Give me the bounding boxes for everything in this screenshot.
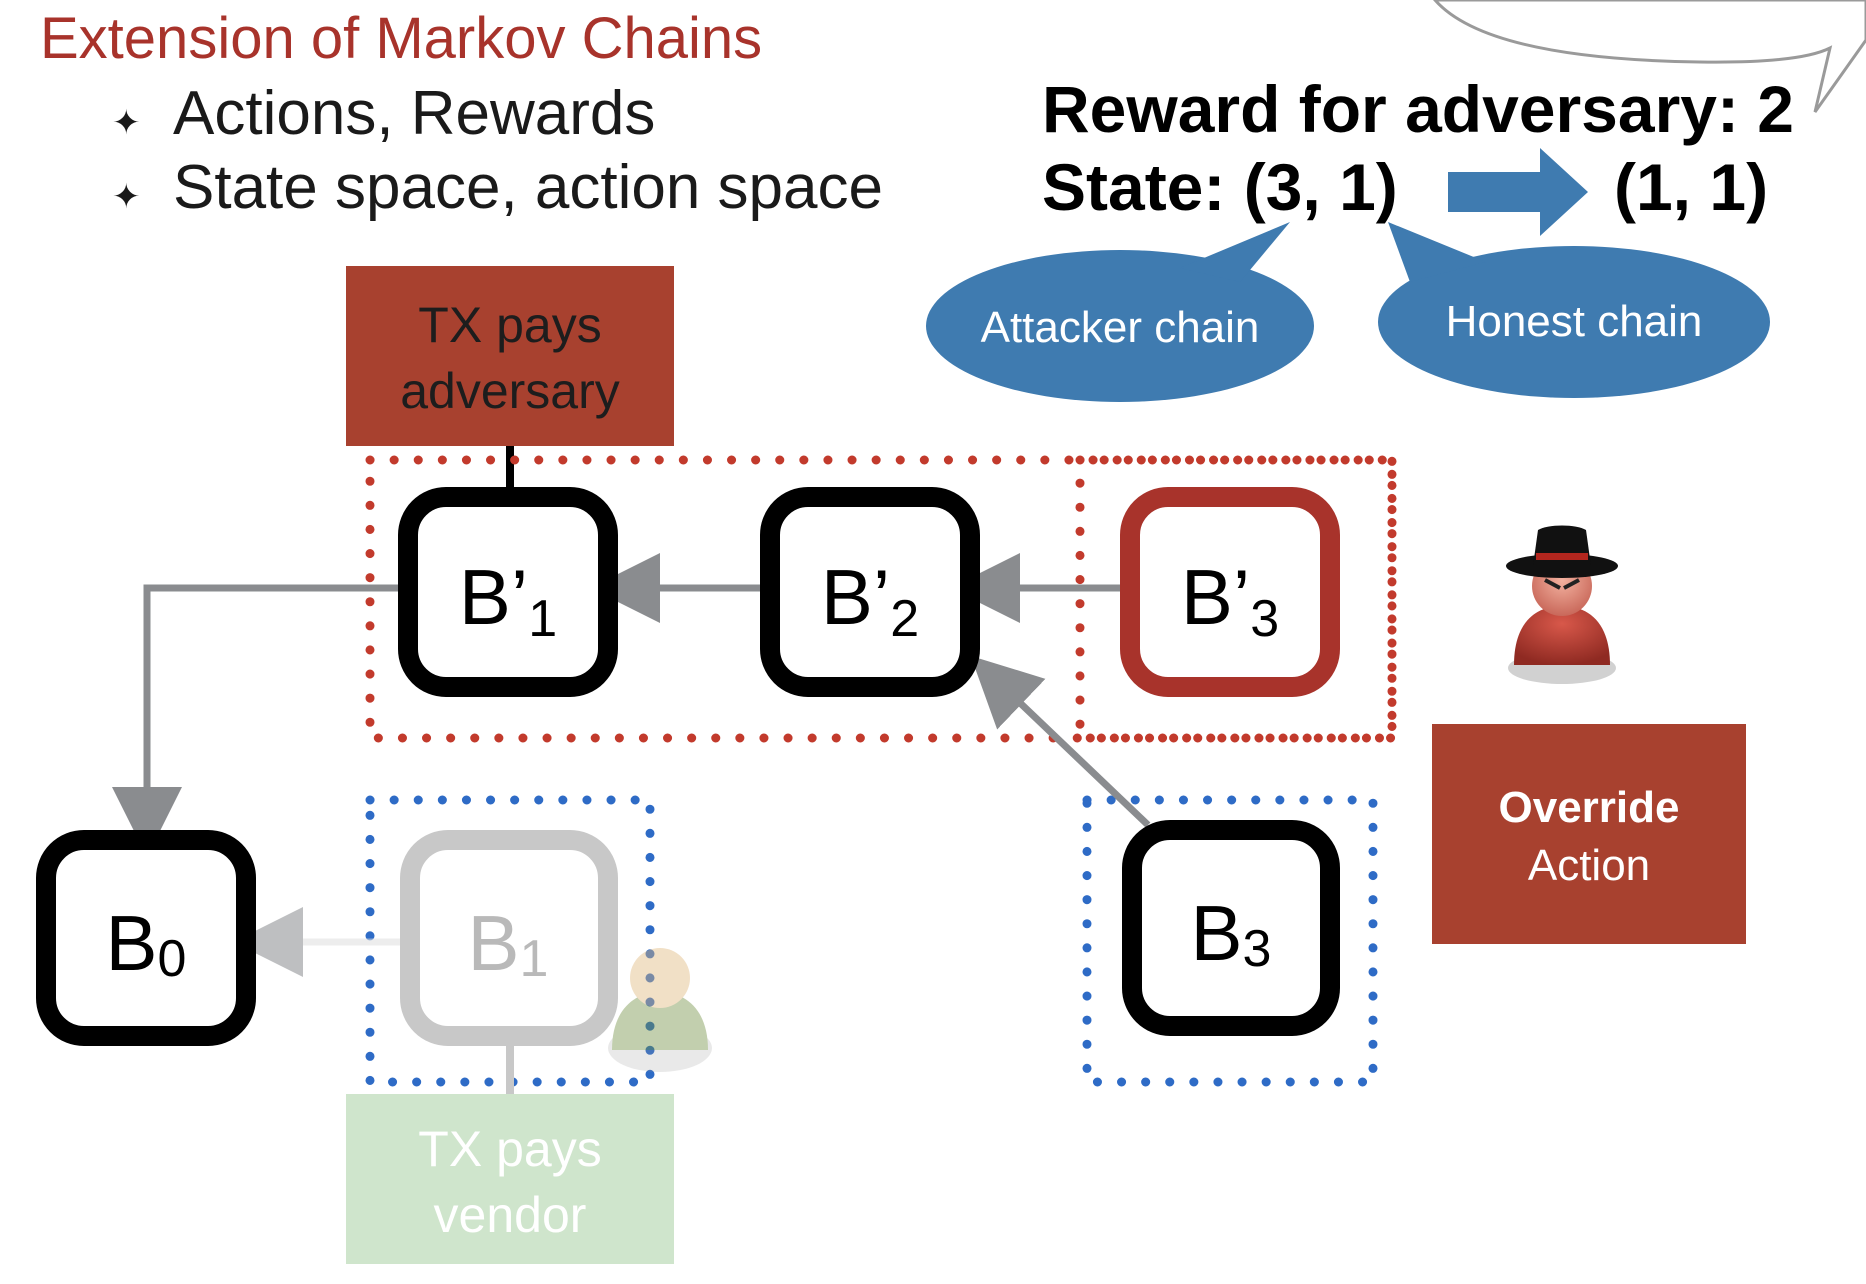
honest-b3-group xyxy=(1082,795,1378,1087)
four-point-star-bullet-icon: ✦ xyxy=(112,178,141,216)
svg-text:B1: B1 xyxy=(468,899,549,988)
arrow-bp1-to-b0 xyxy=(112,584,408,857)
block-b1: B1 xyxy=(400,830,618,1046)
tx-adversary-line1: TX pays xyxy=(418,297,601,353)
block-b3: B3 xyxy=(1122,820,1340,1036)
override-action-note: Override Action xyxy=(1432,724,1746,944)
state-line: State: (3, 1) xyxy=(1042,150,1398,224)
attacker-chain-label: Attacker chain xyxy=(981,303,1260,352)
svg-text:B3: B3 xyxy=(1191,889,1272,978)
svg-text:B’3: B’3 xyxy=(1181,553,1279,648)
block-b0-label: B xyxy=(106,899,158,987)
block-b1-label: B xyxy=(468,899,520,987)
attacker-chain-bubble: Attacker chain xyxy=(926,222,1314,402)
block-b-prime-2-subscript: 2 xyxy=(890,590,919,648)
speech-bubble-fragment xyxy=(1433,0,1866,113)
block-b0-subscript: 0 xyxy=(158,930,187,988)
four-point-star-bullet-icon: ✦ xyxy=(112,104,141,142)
block-b0: B0 xyxy=(36,830,256,1046)
override-subtitle: Action xyxy=(1528,841,1650,890)
bullet-list: ✦ Actions, Rewards ✦ State space, action… xyxy=(112,79,883,222)
attacker-chain-group xyxy=(365,455,1397,743)
honest-chain-bubble: Honest chain xyxy=(1378,222,1770,398)
bullet-state-action-space: State space, action space xyxy=(173,153,883,222)
block-b-prime-2-label: B’ xyxy=(821,553,890,641)
tx-pays-vendor-note: TX pays vendor xyxy=(346,1094,674,1264)
tx-vendor-line1: TX pays xyxy=(418,1121,601,1177)
block-b-prime-3-label: B’ xyxy=(1181,553,1250,641)
bullet-actions-rewards: Actions, Rewards xyxy=(173,79,655,148)
block-b-prime-1-label: B’ xyxy=(459,553,528,641)
svg-text:B’2: B’2 xyxy=(821,553,919,648)
override-title: Override xyxy=(1499,783,1680,832)
block-b-prime-1-subscript: 1 xyxy=(528,590,557,648)
block-b-prime-3: B’3 xyxy=(1120,487,1340,697)
tx-pays-adversary-note: TX pays adversary xyxy=(346,266,674,446)
svg-text:B’1: B’1 xyxy=(459,553,557,648)
block-b-prime-2: B’2 xyxy=(760,487,980,697)
tx-adversary-line2: adversary xyxy=(400,363,620,419)
svg-text:B0: B0 xyxy=(106,899,187,988)
tx-vendor-line2: vendor xyxy=(434,1187,587,1243)
next-state: (1, 1) xyxy=(1614,150,1768,224)
attacker-tip-group xyxy=(1075,455,1397,743)
user-vendor-icon xyxy=(608,948,712,1072)
slide-title: Extension of Markov Chains xyxy=(40,6,762,71)
block-b3-subscript: 3 xyxy=(1243,920,1272,978)
block-b1-subscript: 1 xyxy=(520,930,549,988)
block-b-prime-1: B’1 xyxy=(398,487,618,697)
right-arrow-icon xyxy=(1448,148,1588,236)
arrow-b3-to-bp2 xyxy=(970,655,1151,828)
chain-arrows xyxy=(112,553,1151,977)
block-b-prime-3-subscript: 3 xyxy=(1250,590,1279,648)
reward-line: Reward for adversary: 2 xyxy=(1042,72,1794,146)
honest-chain-label: Honest chain xyxy=(1446,297,1703,346)
spy-adversary-icon xyxy=(1506,525,1618,684)
block-b3-label: B xyxy=(1191,889,1243,977)
